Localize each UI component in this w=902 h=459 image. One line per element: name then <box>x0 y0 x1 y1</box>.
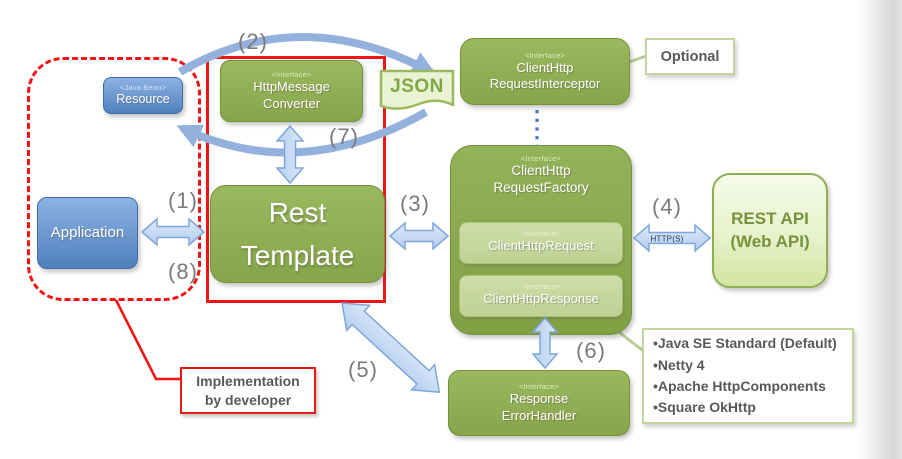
resource-label: Resource <box>116 92 170 107</box>
interceptor-label-line2: RequestInterceptor <box>489 76 601 91</box>
error-handler-stereotype: <Interface> <box>518 382 560 392</box>
developer-note-line1: Implementation <box>196 373 300 390</box>
arrow-resttemplate-factory <box>388 221 450 251</box>
converter-label-line1: HttpMessage <box>253 79 330 95</box>
interceptor-stereotype: <Interface> <box>524 50 566 60</box>
rest-api-line1: REST API <box>731 209 809 229</box>
response-error-handler-node: <Interface> Response ErrorHandler <box>448 370 630 436</box>
step-5-label: (5) <box>348 357 378 382</box>
developer-scope-dashed-frame <box>27 57 201 301</box>
list-item: •Java SE Standard (Default) <box>653 335 837 352</box>
step-7-label: (7) <box>329 124 359 149</box>
client-http-request-node: <Interface> ClientHttpRequest <box>459 222 623 264</box>
optional-note-label: Optional <box>660 48 720 65</box>
list-item: •Netty 4 <box>653 356 705 373</box>
client-http-request-factory-node: <Interface> ClientHttp RequestFactory <I… <box>450 145 632 335</box>
response-label: ClientHttpResponse <box>483 291 599 307</box>
http-message-converter-node: <Interface> HttpMessage Converter <box>220 60 363 122</box>
callout-line-developer-note <box>114 299 181 381</box>
application-label: Application <box>50 223 125 241</box>
request-stereotype: <Interface> <box>522 231 560 239</box>
rest-template-line1: Rest <box>268 196 327 228</box>
arrow-resttemplate-errorhandler <box>341 302 441 394</box>
json-label: JSON <box>390 76 444 97</box>
rest-api-node: REST API (Web API) <box>712 173 828 288</box>
client-http-response-node: <Interface> ClientHttpResponse <box>459 275 623 317</box>
http-protocol-label: HTTP(S) <box>650 234 684 244</box>
list-item: •Apache HttpComponents <box>653 378 826 394</box>
request-label: ClientHttpRequest <box>488 238 594 254</box>
application-node: Application <box>37 197 138 269</box>
json-document-shape: JSON <box>379 69 455 117</box>
error-handler-line2: ErrorHandler <box>501 407 577 423</box>
step-4-label: (4) <box>652 194 682 219</box>
step-8-label: (8) <box>168 259 198 284</box>
factory-implementations-note: •Java SE Standard (Default) •Netty 4 •Ap… <box>642 328 854 424</box>
response-stereotype: <Interface> <box>522 284 560 292</box>
factory-stereotype: <Interface> <box>520 154 562 163</box>
client-http-request-interceptor-node: <Interface> ClientHttp RequestIntercepto… <box>460 38 630 105</box>
resource-stereotype: <Java Bean> <box>119 83 167 93</box>
step-3-label: (3) <box>400 191 430 216</box>
converter-stereotype: <Interface> <box>271 70 312 80</box>
optional-note: Optional <box>645 38 735 75</box>
step-6-label: (6) <box>576 338 606 363</box>
converter-label-line2: Converter <box>262 95 321 111</box>
resource-node: <Java Bean> Resource <box>103 77 183 114</box>
step-1-label: (1) <box>168 188 198 213</box>
rest-template-line2: Template <box>240 240 355 271</box>
page-edge-shade <box>858 0 902 459</box>
factory-label-line1: ClientHttp <box>511 163 571 178</box>
rest-template-node: Rest Template <box>210 185 385 283</box>
developer-note-line2: by developer <box>204 391 292 408</box>
factory-label-line2: RequestFactory <box>493 179 589 195</box>
json-document-outline <box>379 69 455 110</box>
rest-api-line2: (Web API) <box>730 231 810 251</box>
factory-implementations-list: •Java SE Standard (Default) •Netty 4 •Ap… <box>653 333 846 418</box>
step-2-label: (2) <box>238 29 268 54</box>
list-item: •Square OkHttp <box>653 399 756 416</box>
developer-implementation-note: Implementation by developer <box>180 367 316 414</box>
error-handler-line1: Response <box>509 391 569 407</box>
interceptor-label-line1: ClientHttp <box>516 59 574 75</box>
